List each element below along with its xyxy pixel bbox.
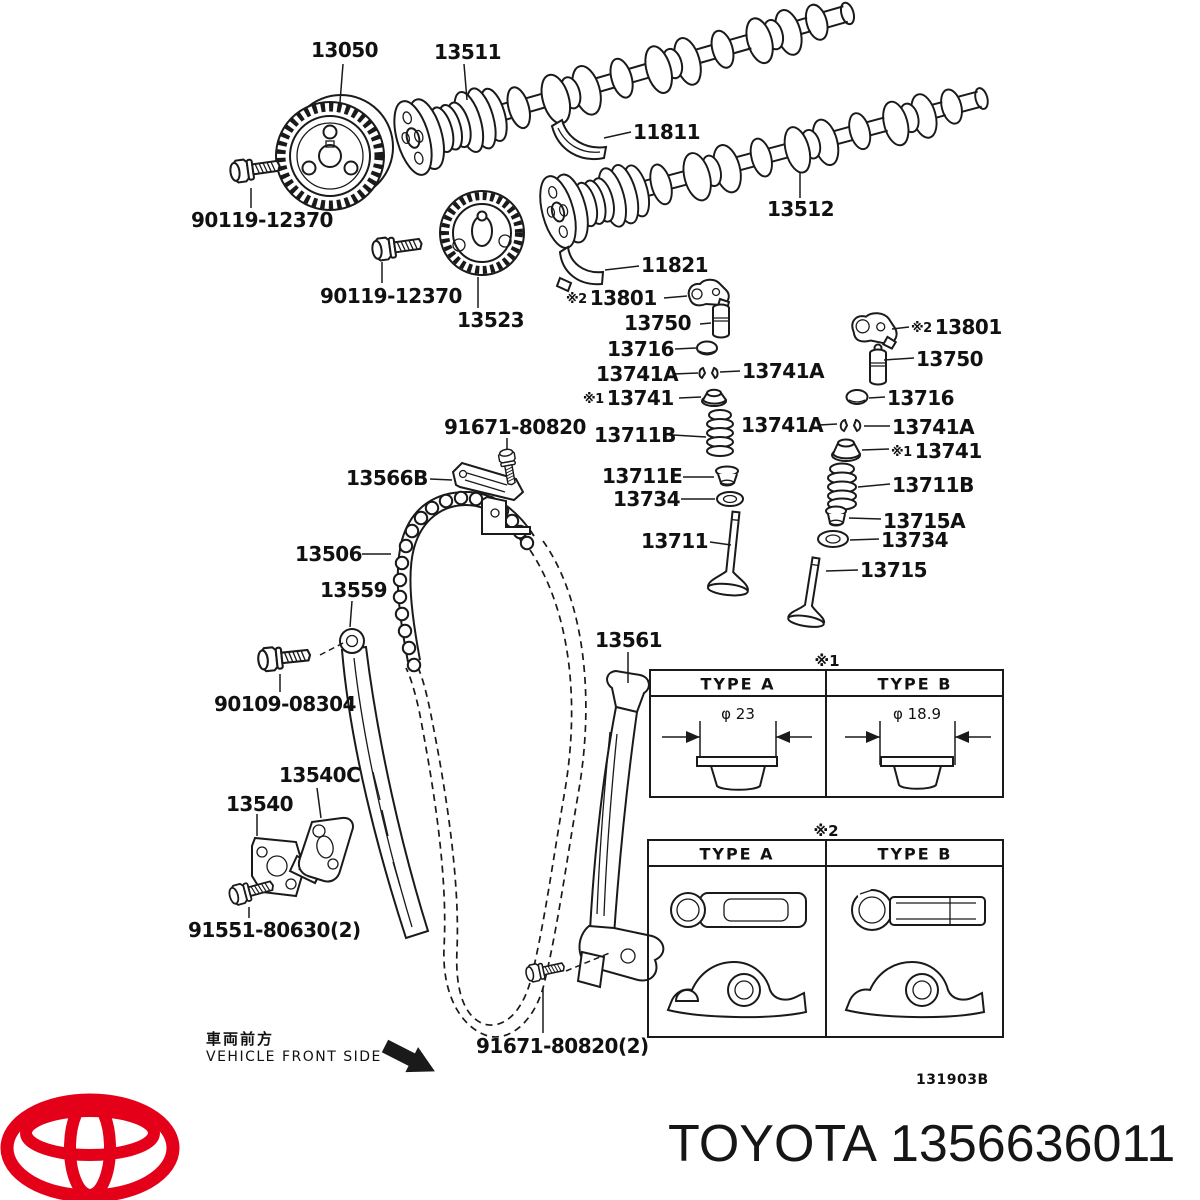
rocker-arm-right-drawing [851, 312, 898, 350]
part-label-11811: 11811 [633, 120, 701, 144]
table1-marker: ※1 [814, 652, 840, 670]
camshaft-bearing-lower-drawing [555, 245, 605, 293]
chain-guide-right-drawing [565, 669, 665, 989]
exhaust-valve-drawing [787, 556, 826, 628]
table2-marker: ※2 [813, 822, 839, 840]
part-label-90119-12370-a: 90119-12370 [191, 208, 333, 232]
valve-spring-left-drawing [706, 409, 734, 457]
camshaft-bolt-1-drawing [228, 153, 283, 185]
part-label-91671-80820-2: 91671-80820(2) [476, 1034, 649, 1058]
part-label-13711: 13711 [641, 529, 709, 553]
part-label-13716-left: 13716 [607, 337, 675, 361]
valve-keepers-right-drawing [839, 418, 862, 433]
part-label-13750-left: 13750 [624, 311, 692, 335]
part-label-13506: 13506 [295, 542, 363, 566]
timing-gear-drawing [439, 190, 525, 276]
part-label-13750-right: 13750 [916, 347, 984, 371]
lash-adjuster-right-drawing [869, 343, 887, 386]
front-side-note-en: VEHICLE FRONT SIDE [206, 1049, 382, 1065]
valve-keepers-left-drawing [698, 366, 719, 380]
part-label-13561: 13561 [595, 628, 663, 652]
table1-header-type-a: TYPE A [700, 674, 776, 694]
leader-lines [248, 63, 915, 1033]
part-label-13734-left: 13734 [613, 487, 681, 511]
part-label-13511: 13511 [434, 40, 502, 64]
valve-seal-left-drawing [716, 491, 744, 507]
part-label-13716-right: 13716 [887, 386, 955, 410]
pivot-bolt-axis-line [319, 641, 346, 656]
valve-cap-right-drawing [845, 389, 869, 405]
part-label-13741A-left-1: 13741A [596, 362, 679, 386]
part-label-90109-08304: 90109-08304 [214, 692, 356, 716]
brand-name: TOYOTA [668, 1115, 877, 1173]
valve-spring-right-drawing [827, 462, 857, 511]
valve-seal-right-drawing [817, 530, 849, 548]
chain-damper-upper-drawing [451, 461, 531, 535]
note-marker-1: ※1 [891, 445, 912, 460]
note-marker-2: ※2 [566, 292, 587, 307]
figure-code: 131903B [916, 1072, 989, 1088]
vehicle-front-arrow-icon [381, 1039, 435, 1073]
part-label-13540: 13540 [226, 792, 294, 816]
part-label-13540C: 13540C [279, 763, 361, 787]
camshaft-bearing-upper-drawing [550, 118, 608, 161]
spring-seat-right-drawing [825, 505, 847, 527]
table2-header-type-b: TYPE B [877, 844, 953, 864]
note-marker-1: ※1 [583, 392, 604, 407]
part-label-13734-right: 13734 [881, 528, 949, 552]
part-label-13711E: 13711E [602, 464, 683, 488]
table1-dim-a: φ 23 [721, 705, 755, 723]
spring-retainer-right-drawing [831, 438, 862, 462]
part-label-13566B: 13566B [346, 466, 428, 490]
front-side-note-jp: 車両前方 [206, 1030, 275, 1048]
part-label-13559: 13559 [320, 578, 388, 602]
spring-seat-left-drawing [715, 465, 739, 487]
part-label-13050: 13050 [311, 38, 379, 62]
note-marker-2: ※2 [911, 321, 932, 336]
table1-header-type-b: TYPE B [877, 674, 953, 694]
part-label-13711B-right: 13711B [892, 473, 974, 497]
lifter-type-table [649, 669, 1004, 798]
timing-chain-drawing [392, 490, 587, 1038]
catalog-part-number: 1356636011 [890, 1115, 1176, 1173]
toyota-logo-icon [0, 1093, 180, 1200]
vvt-gear-drawing [275, 94, 394, 211]
part-label-13715: 13715 [860, 558, 928, 582]
part-label-13711B-left: 13711B [594, 423, 676, 447]
rocker-type-table [647, 839, 1004, 1038]
chain-guide-left-drawing [339, 628, 430, 940]
part-label-91671-80820: 91671-80820 [444, 415, 586, 439]
intake-valve-drawing [706, 510, 750, 597]
part-label-13512: 13512 [767, 197, 835, 221]
table1-dim-b: φ 18.9 [892, 705, 942, 723]
part-label-91551-80630: 91551-80630(2) [188, 918, 361, 942]
part-label-90119-12370-b: 90119-12370 [320, 284, 462, 308]
part-label-13741A-left-2: 13741A [742, 359, 825, 383]
part-label-13523: 13523 [457, 308, 525, 332]
part-label-11821: 11821 [641, 253, 709, 277]
lash-adjuster-left-drawing [712, 303, 730, 339]
part-label-13741A-right-1: 13741A [741, 413, 824, 437]
table2-header-type-a: TYPE A [699, 844, 775, 864]
valve-cap-left-drawing [696, 340, 718, 356]
part-label-13715A: 13715A [883, 509, 966, 533]
part-label-13741A-right-2: 13741A [892, 415, 975, 439]
tensioner-gasket-drawing [297, 816, 354, 883]
pivot-bolt-drawing [256, 642, 313, 673]
spring-retainer-left-drawing [701, 388, 728, 407]
camshaft-bolt-2-drawing [370, 231, 425, 263]
